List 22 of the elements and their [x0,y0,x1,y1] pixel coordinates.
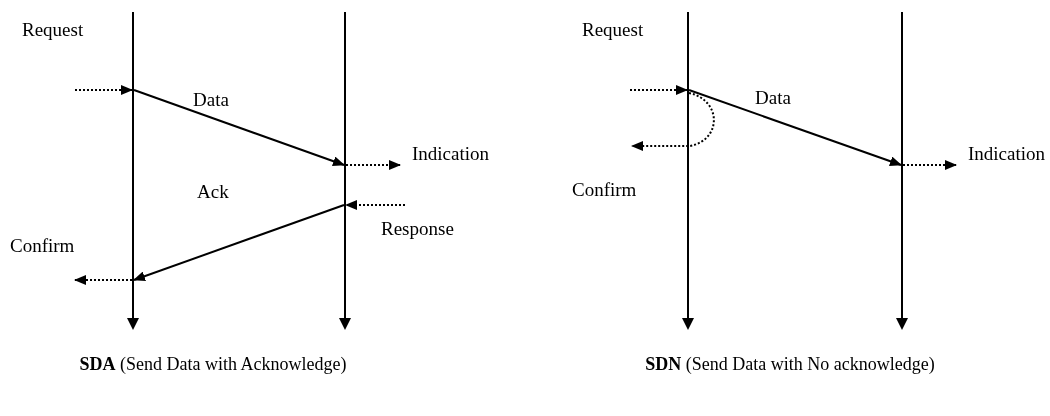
edge-label: Request [582,20,644,39]
edge-label: Indication [412,144,490,163]
caption: SDN (Send Data with No acknowledge) [645,355,935,373]
dotted-arrow [345,160,401,170]
edge-label: Confirm [10,236,75,255]
dotted-arrow [902,160,957,170]
edge-label: Data [193,90,229,109]
dotted-arrow [345,200,406,210]
dotted-arrow [629,85,688,95]
edge-label: Confirm [572,180,637,199]
edge-label: Ack [197,182,229,201]
edge-label: Data [755,88,791,107]
edge-label: Request [22,20,84,39]
dotted-arrow [74,85,133,95]
caption: SDA (Send Data with Acknowledge) [79,355,347,373]
dotted-arrow [631,92,715,151]
edge-label: Response [381,219,454,238]
edge-label: Indication [968,144,1046,163]
message-arrow [688,89,902,167]
message-arrow [133,204,345,281]
message-arrow [133,89,345,166]
dotted-arrow [74,275,133,285]
